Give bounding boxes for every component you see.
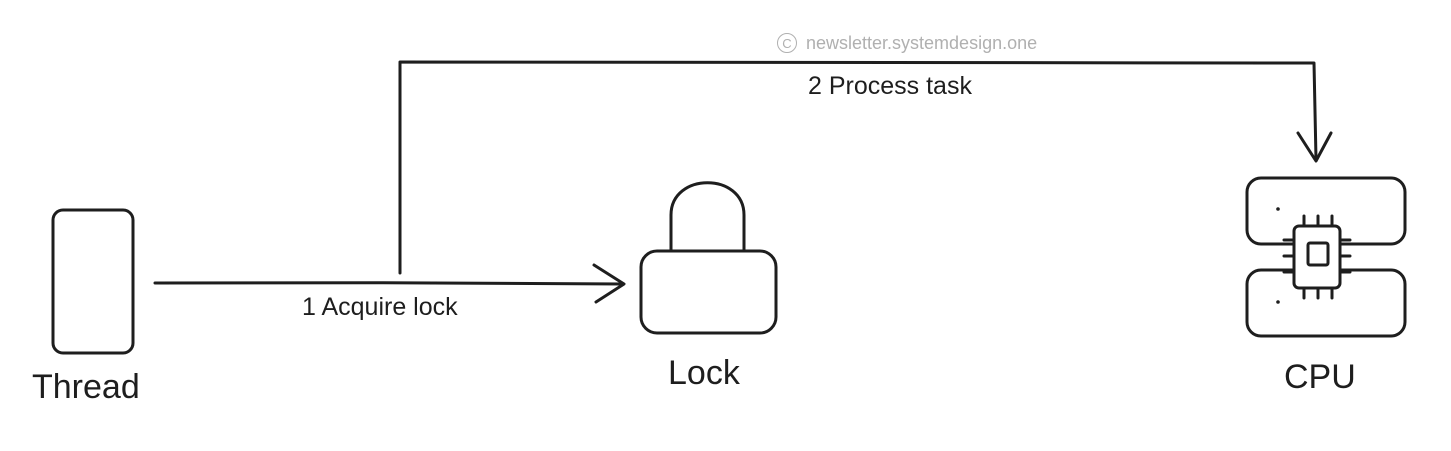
edge-label-process-task: 2 Process task [808, 72, 972, 100]
cpu-chip-outer [1292, 224, 1342, 290]
edge-process-task [398, 60, 1333, 275]
arrowhead-down-icon [1296, 131, 1333, 163]
thread-node [51, 208, 135, 355]
edge-acquire-lock [153, 263, 626, 304]
watermark: C newsletter.systemdesign.one [777, 31, 1037, 55]
cpu-icon [1245, 176, 1407, 338]
watermark-text: newsletter.systemdesign.one [806, 32, 1038, 53]
lock-shackle [669, 181, 746, 252]
edge-process-line [398, 60, 1318, 275]
copyright-icon: C [777, 33, 797, 53]
node-label-thread: Thread [32, 368, 140, 406]
edge-acquire-line [153, 281, 625, 286]
cpu-led-top [1276, 207, 1280, 211]
node-label-lock: Lock [668, 354, 740, 392]
cpu-chip-pins [1282, 214, 1352, 300]
cpu-chip-inner [1306, 241, 1330, 267]
cpu-led-bottom [1276, 300, 1280, 304]
lock-body [639, 249, 778, 335]
edge-label-acquire-lock: 1 Acquire lock [302, 293, 458, 321]
lock-icon [639, 181, 778, 335]
arrowhead-right-icon [592, 263, 626, 304]
node-label-cpu: CPU [1284, 358, 1356, 396]
